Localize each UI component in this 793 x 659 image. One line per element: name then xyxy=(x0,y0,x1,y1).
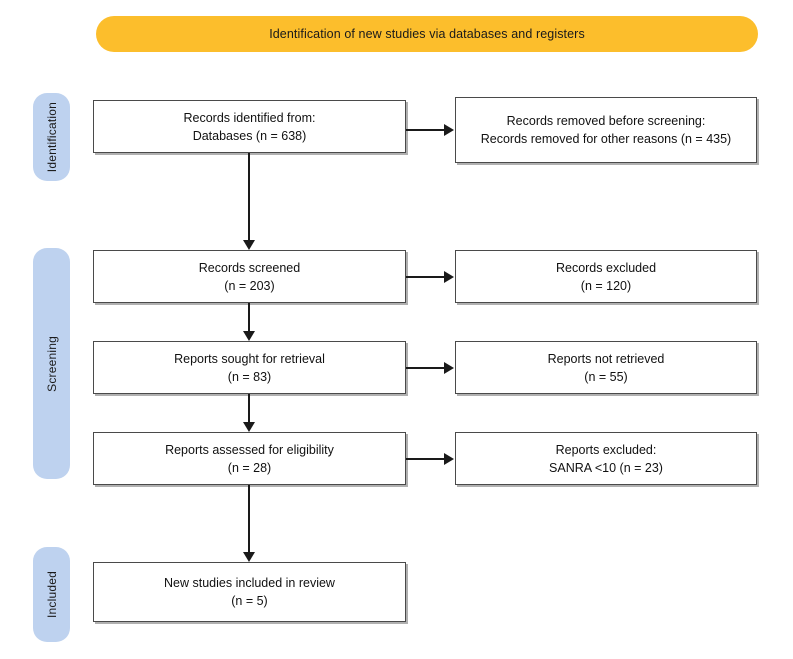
arrow-screened-to-sought xyxy=(243,303,255,341)
header-banner: Identification of new studies via databa… xyxy=(96,16,758,52)
box-records-screened-line1: Records screened xyxy=(198,260,301,275)
box-reports-assessed-line1: Reports assessed for eligibility xyxy=(165,442,334,457)
arrow-screened-to-excluded xyxy=(406,271,454,283)
arrow-assessed-to-reports-excluded xyxy=(406,453,454,465)
box-reports-not-retrieved: Reports not retrieved (n = 55) xyxy=(455,341,757,394)
box-reports-excluded-line1: Reports excluded: xyxy=(555,442,657,457)
arrow-sought-to-assessed xyxy=(243,394,255,432)
box-reports-assessed: Reports assessed for eligibility (n = 28… xyxy=(93,432,406,485)
box-records-identified: Records identified from: Databases (n = … xyxy=(93,100,406,153)
box-records-removed-line2: Records removed for other reasons (n = 4… xyxy=(480,132,732,146)
box-new-studies-included-line1: New studies included in review xyxy=(164,576,335,590)
arrow-identified-to-screened xyxy=(243,153,255,250)
stage-bar-identification: Identification xyxy=(33,93,70,181)
box-records-identified-line1: Records identified from: xyxy=(183,110,316,125)
box-records-excluded-line1: Records excluded xyxy=(555,260,657,275)
box-reports-sought: Reports sought for retrieval (n = 83) xyxy=(93,341,406,394)
box-records-identified-line2: Databases (n = 638) xyxy=(192,128,307,143)
box-reports-sought-line1: Reports sought for retrieval xyxy=(174,351,325,366)
arrow-identified-to-removed xyxy=(406,124,454,136)
stage-bar-included: Included xyxy=(33,547,70,642)
box-new-studies-included: New studies included in review (n = 5) xyxy=(93,562,406,622)
stage-label-screening: Screening xyxy=(44,335,59,392)
box-reports-assessed-line2: (n = 28) xyxy=(227,460,272,475)
box-reports-excluded: Reports excluded: SANRA <10 (n = 23) xyxy=(455,432,757,485)
header-title: Identification of new studies via databa… xyxy=(269,27,585,41)
box-records-excluded: Records excluded (n = 120) xyxy=(455,250,757,303)
box-records-excluded-line2: (n = 120) xyxy=(580,278,632,293)
box-records-screened: Records screened (n = 203) xyxy=(93,250,406,303)
stage-label-identification: Identification xyxy=(44,101,59,173)
box-records-screened-line2: (n = 203) xyxy=(224,278,275,293)
box-reports-not-retrieved-line1: Reports not retrieved xyxy=(547,351,665,366)
stage-label-included: Included xyxy=(44,571,59,618)
box-reports-excluded-line2: SANRA <10 (n = 23) xyxy=(549,460,663,475)
stage-bar-screening: Screening xyxy=(33,248,70,479)
box-records-removed-line1: Records removed before screening: xyxy=(506,114,706,128)
arrow-sought-to-not-retrieved xyxy=(406,362,454,374)
arrow-assessed-to-included xyxy=(243,485,255,562)
box-records-removed: Records removed before screening: Record… xyxy=(455,97,757,163)
box-new-studies-included-line2: (n = 5) xyxy=(231,594,268,608)
box-reports-sought-line2: (n = 83) xyxy=(227,369,272,384)
box-reports-not-retrieved-line2: (n = 55) xyxy=(584,369,628,384)
